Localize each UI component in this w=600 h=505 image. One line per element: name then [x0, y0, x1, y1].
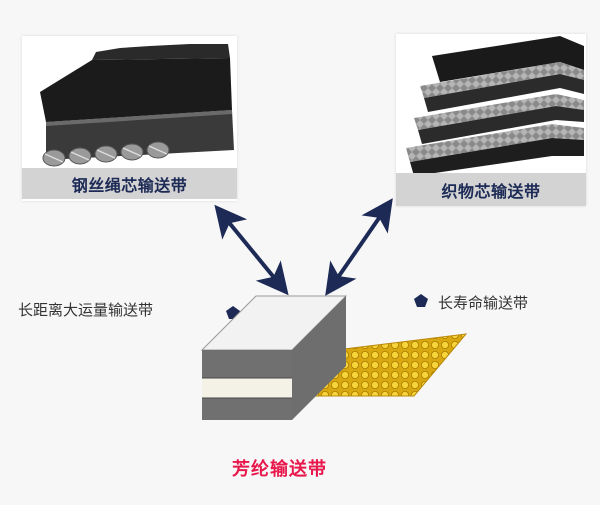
feature-long-life-label: 长寿命输送带 [438, 294, 529, 312]
aramid-belt-label: 芳纶输送带 [232, 459, 327, 480]
steel-cord-belt-label: 钢丝绳芯输送带 [71, 175, 188, 195]
fabric-core-belt-drawing [406, 36, 584, 176]
fabric-core-belt-label: 织物芯输送带 [441, 181, 541, 201]
steel-cord-belt-caption: 钢丝绳芯输送带 [22, 168, 237, 199]
feature-long-distance-label: 长距离大运量输送带 [18, 301, 154, 319]
fabric-core-belt-caption: 织物芯输送带 [396, 173, 586, 206]
double-arrow-icon [325, 198, 393, 296]
pentagon-bullet-icon [414, 294, 428, 307]
steel-cord-belt-drawing [40, 44, 234, 167]
double-arrow-icon [214, 204, 289, 296]
aramid-belt-drawing [200, 295, 468, 420]
